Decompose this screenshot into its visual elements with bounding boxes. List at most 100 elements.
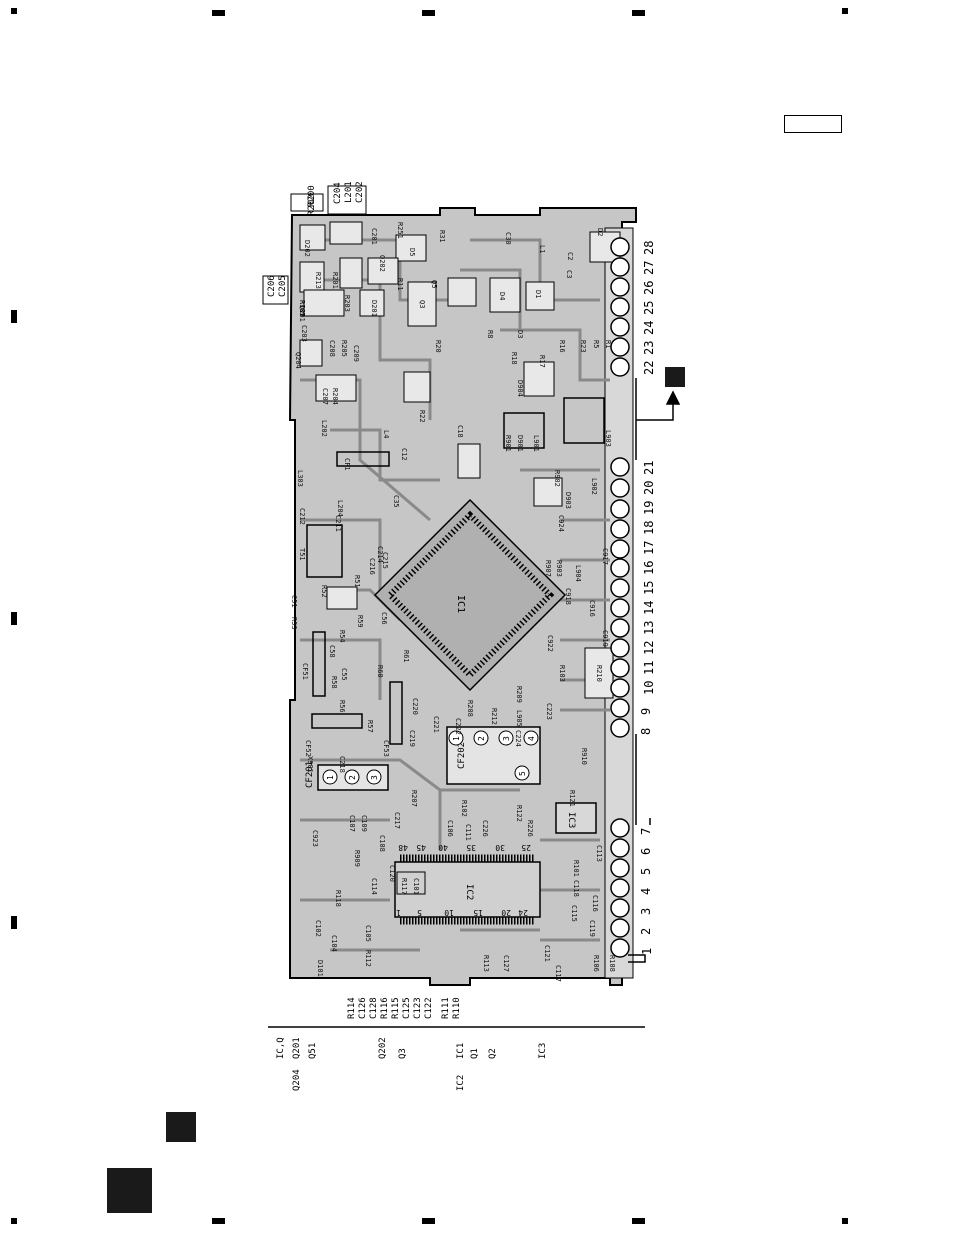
component-label: C918 (564, 588, 572, 605)
cf202-label: CF202 (457, 742, 467, 769)
component-label: R208 (466, 700, 474, 717)
t51-transformer (306, 524, 343, 578)
component-label: C35 (392, 495, 400, 508)
component-label: C924 (557, 515, 565, 532)
component-label: C111 (464, 824, 472, 841)
component-label: C113 (595, 845, 603, 862)
component-label: C222 (454, 718, 462, 735)
component-label: C119 (588, 920, 596, 937)
component-label: R54 (338, 630, 346, 643)
registration-mark (632, 10, 645, 16)
ic2-pin-numbers-bottom: 1 5 10 15 20 24 (396, 908, 528, 917)
svg-text:C205: C205 (278, 275, 288, 297)
ic3-package: IC3 (555, 802, 597, 834)
ic1-package: IC1 (373, 498, 567, 692)
component-label: C102 (314, 920, 322, 937)
svg-text:R111: R111 (441, 997, 451, 1019)
svg-text:20: 20 (642, 481, 656, 495)
component-label: R212 (490, 708, 498, 725)
registration-mark (422, 10, 435, 16)
component-label: C116 (591, 895, 599, 912)
component-label: R907 (544, 560, 552, 577)
ic1-label: IC1 (455, 595, 466, 613)
svg-text:R114: R114 (347, 997, 357, 1019)
page-marker-large (107, 1168, 152, 1213)
component-label: Q201 (298, 305, 306, 322)
component-label: C201 (370, 228, 378, 245)
svg-text:6: 6 (639, 848, 653, 855)
connector-pads (610, 237, 630, 958)
boxed-top-labels: R202 R200 C204 L201 C202 C206 C205 (262, 181, 367, 305)
component-label: D101 (316, 960, 324, 977)
svg-text:R116: R116 (380, 997, 390, 1019)
component-label: L202 (320, 420, 328, 437)
component-label: C923 (311, 830, 319, 847)
svg-text:3: 3 (502, 736, 511, 741)
svg-text:4: 4 (527, 736, 536, 741)
component-label: C109 (360, 815, 368, 832)
registration-mark (842, 8, 848, 14)
component-label: L902 (590, 478, 598, 495)
svg-text:10: 10 (444, 908, 454, 917)
connector-brackets (628, 378, 681, 963)
svg-text:13: 13 (642, 621, 656, 635)
registration-mark (212, 1218, 225, 1224)
component-label: R1 (604, 340, 612, 348)
svg-text:C122: C122 (424, 997, 434, 1019)
component-label: R112 (364, 950, 372, 967)
svg-text:5: 5 (417, 908, 422, 917)
svg-text:7: 7 (639, 828, 653, 835)
component-label: Q202 (378, 255, 386, 272)
component-label: C219 (408, 730, 416, 747)
svg-text:10: 10 (642, 681, 656, 695)
svg-text:Q51: Q51 (308, 1043, 318, 1059)
component-label: R204 (331, 388, 339, 405)
svg-text:23: 23 (642, 341, 656, 355)
component-label: R106 (592, 955, 600, 972)
component-label: C214 (376, 546, 384, 563)
component-label: R53 (290, 617, 298, 630)
cf52-filter (311, 713, 363, 729)
component-label: C220 (411, 698, 419, 715)
svg-text:5: 5 (639, 868, 653, 875)
svg-text:R202: R202 (307, 194, 317, 216)
svg-text:19: 19 (642, 501, 656, 515)
component-label: R16 (558, 340, 566, 353)
cf201-module: CF201 1 2 3 (305, 761, 389, 791)
component-label: C216 (368, 558, 376, 575)
svg-text:4: 4 (639, 888, 653, 895)
ic2-package: IC2 48 45 40 35 30 25 1 5 10 15 20 24 (394, 843, 541, 925)
component-label: L904 (574, 565, 582, 582)
component-label: C106 (446, 820, 454, 837)
component-label: C51 (290, 595, 298, 608)
component-label: C105 (364, 925, 372, 942)
component-label: C226 (481, 820, 489, 837)
component-label: C114 (370, 878, 378, 895)
component-label: C30 (504, 232, 512, 245)
legend: IC,Q Q201 Q51 Q202 Q3 IC1 Q1 Q2 IC3 Q204… (276, 1037, 548, 1091)
svg-text:15: 15 (642, 581, 656, 595)
svg-text:14: 14 (642, 601, 656, 615)
svg-text:Q202: Q202 (378, 1037, 388, 1059)
component-label: R901 (504, 435, 512, 452)
svg-text:2: 2 (477, 736, 486, 741)
component-label: L905 (515, 710, 523, 727)
component-label: C127 (502, 955, 510, 972)
svg-text:25: 25 (521, 843, 531, 852)
svg-text:C204: C204 (333, 182, 343, 204)
component-label: R20 (434, 340, 442, 353)
component-label: R51 (353, 575, 361, 588)
registration-mark (11, 612, 17, 625)
svg-text:16: 16 (642, 561, 656, 575)
section-marker-block (665, 367, 685, 387)
component-label: C120 (388, 865, 396, 882)
svg-text:IC,Q: IC,Q (276, 1037, 286, 1059)
component-label: R207 (410, 790, 418, 807)
component-label: C211 (334, 515, 342, 532)
svg-text:IC3: IC3 (538, 1043, 548, 1059)
component-label: R122 (515, 805, 523, 822)
component-label: L903 (604, 430, 612, 447)
component-label: R8 (486, 330, 494, 338)
page-marker-small (166, 1112, 196, 1142)
component-label: R209 (515, 686, 523, 703)
